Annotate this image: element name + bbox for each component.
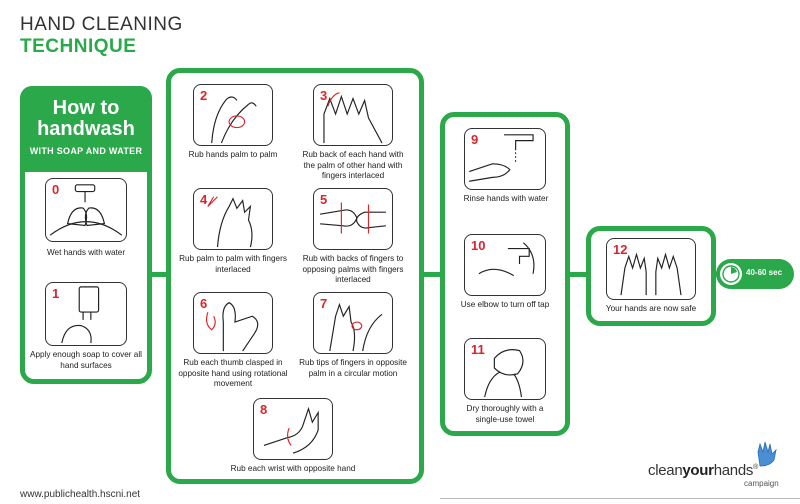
step-8-card: 8 — [253, 398, 333, 460]
step-4-caption: Rub palm to palm with fingers interlaced — [179, 254, 287, 274]
step-9-number: 9 — [471, 132, 479, 147]
step-11-card: 11 — [464, 338, 546, 400]
thumb-rotation-icon — [205, 302, 259, 352]
title-line-2: TECHNIQUE — [20, 36, 137, 57]
step-1-caption: Apply enough soap to cover all hand surf… — [30, 350, 142, 370]
step-12-caption: Your hands are now safe — [605, 304, 697, 313]
connector-2 — [422, 272, 444, 277]
duration-label: 40-60 sec — [746, 268, 783, 277]
step-11-caption: Dry thoroughly with a single-use towel — [466, 404, 544, 424]
step-10-number: 10 — [471, 238, 486, 253]
logo-word-your: your — [682, 462, 714, 479]
backs-of-fingers-icon — [320, 202, 386, 234]
step-12-card: 12 — [606, 238, 696, 300]
fingertips-circular-icon — [329, 302, 383, 352]
interlaced-fingers-icon — [207, 196, 253, 248]
step-9-card: 9 — [464, 128, 546, 190]
logo-registered-mark: ® — [753, 464, 758, 471]
step-0-caption: Wet hands with water — [46, 248, 126, 257]
apply-soap-icon — [61, 286, 100, 344]
step-1-card: 1 — [45, 282, 127, 346]
step-7-caption: Rub tips of fingers in opposite palm in … — [299, 358, 407, 378]
step-8-number: 8 — [260, 402, 268, 417]
palm-to-palm-icon — [211, 96, 257, 144]
step-12-number: 12 — [613, 242, 628, 257]
step-3-card: 3 — [313, 84, 393, 146]
stopwatch-icon — [720, 263, 742, 285]
connector-1 — [150, 272, 172, 277]
footer-divider — [440, 498, 800, 499]
step-8-caption: Rub each wrist with opposite hand — [230, 464, 356, 473]
clean-your-hands-logo: cleanyourhands® campaign — [648, 438, 788, 496]
rinse-icon — [469, 134, 534, 182]
connector-3 — [568, 272, 588, 277]
logo-word-clean: clean — [648, 462, 683, 479]
step-4-card: 4 — [193, 188, 273, 250]
step-7-number: 7 — [320, 296, 328, 311]
logo-wordmark: cleanyourhands® — [648, 462, 758, 479]
step-1-number: 1 — [52, 286, 60, 301]
step-0-number: 0 — [52, 182, 60, 197]
how-to-subtitle: WITH SOAP AND WATER — [29, 146, 143, 156]
logo-word-hands: hands — [713, 462, 754, 479]
clean-hands-icon — [620, 252, 682, 296]
back-of-hand-icon — [323, 92, 383, 144]
step-5-number: 5 — [320, 192, 328, 207]
wet-hands-icon — [49, 184, 123, 236]
step-3-number: 3 — [320, 88, 328, 103]
step-0-card: 0 — [45, 178, 127, 242]
step-7-card: 7 — [313, 292, 393, 354]
step-9-caption: Rinse hands with water — [463, 194, 549, 203]
towel-dry-icon — [484, 349, 524, 398]
step-11-number: 11 — [471, 342, 485, 357]
duration-badge: 40-60 sec — [716, 259, 794, 289]
step-5-card: 5 — [313, 188, 393, 250]
step-10-card: 10 — [464, 234, 546, 296]
title-line-1: HAND CLEANING — [20, 14, 183, 35]
step-6-card: 6 — [193, 292, 273, 354]
step-5-caption: Rub with backs of fingers to opposing pa… — [302, 254, 404, 284]
step-2-caption: Rub hands palm to palm — [188, 150, 278, 159]
step-3-caption: Rub back of each hand with the palm of o… — [302, 150, 404, 180]
how-to-header: How to handwash WITH SOAP AND WATER — [20, 86, 152, 172]
step-10-caption: Use elbow to turn off tap — [460, 300, 550, 309]
hand-logo-icon — [757, 441, 777, 467]
wrist-rub-icon — [263, 406, 319, 454]
footer-url: www.publichealth.hscni.net — [20, 489, 141, 500]
step-6-number: 6 — [200, 296, 208, 311]
elbow-tap-icon — [478, 242, 535, 277]
step-4-number: 4 — [200, 192, 208, 207]
step-2-card: 2 — [193, 84, 273, 146]
how-to-title: How to handwash — [37, 97, 135, 140]
step-2-number: 2 — [200, 88, 208, 103]
logo-subtitle: campaign — [744, 479, 779, 488]
step-6-caption: Rub each thumb clasped in opposite hand … — [178, 358, 288, 388]
